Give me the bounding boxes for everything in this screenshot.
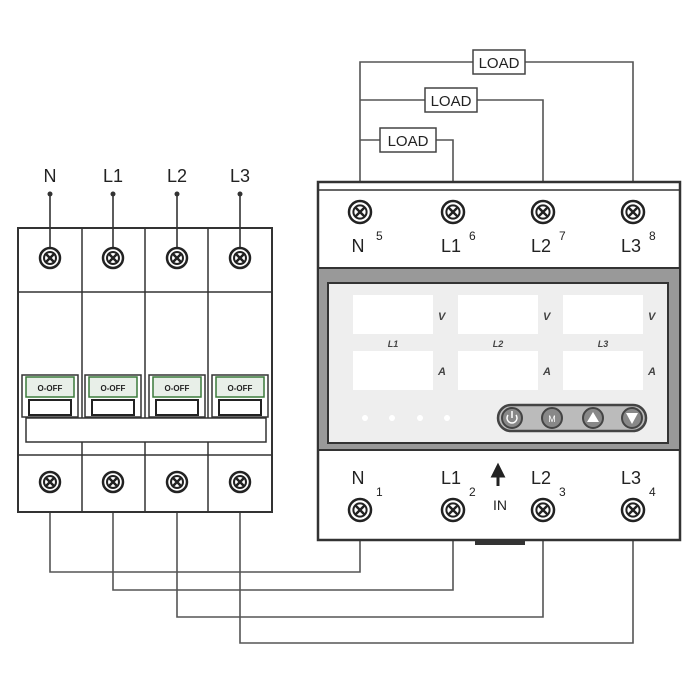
meter-input-terminal bbox=[530, 497, 556, 523]
volt-unit: V bbox=[543, 311, 552, 323]
load-wiring bbox=[359, 61, 634, 200]
meter-output-label: L1 bbox=[441, 236, 461, 256]
meter-input-number: 2 bbox=[469, 485, 476, 499]
load-box-3: LOAD bbox=[379, 127, 437, 153]
meter-input-label: L2 bbox=[531, 468, 551, 488]
meter-input-terminal bbox=[347, 497, 373, 523]
meter-input-label: N bbox=[352, 468, 365, 488]
indicator-led bbox=[389, 415, 395, 421]
amp-unit: A bbox=[542, 366, 551, 378]
breaker-pole-label: N bbox=[44, 166, 57, 186]
svg-text:LOAD: LOAD bbox=[388, 133, 429, 150]
breaker-pole-label: L2 bbox=[167, 166, 187, 186]
breaker-toggle[interactable]: O-OFF bbox=[21, 374, 79, 418]
meter-output-label: L3 bbox=[621, 236, 641, 256]
svg-text:LOAD: LOAD bbox=[479, 55, 520, 72]
circuit-breaker bbox=[17, 227, 273, 513]
in-arrow-icon bbox=[490, 462, 506, 486]
volt-unit: V bbox=[438, 311, 447, 323]
breaker-bottom-terminal bbox=[228, 470, 252, 494]
svg-text:LOAD: LOAD bbox=[431, 93, 472, 110]
amp-unit: A bbox=[437, 366, 446, 378]
meter-input-label: L1 bbox=[441, 468, 461, 488]
amp-unit: A bbox=[647, 366, 656, 378]
breaker-pole-label: L3 bbox=[230, 166, 250, 186]
in-label: IN bbox=[493, 497, 507, 513]
breaker-bottom-terminal bbox=[165, 470, 189, 494]
up-button[interactable] bbox=[582, 407, 604, 429]
indicator-led bbox=[417, 415, 423, 421]
voltage-display bbox=[458, 295, 538, 334]
breaker-toggle[interactable]: O-OFF bbox=[148, 374, 206, 418]
phase-label: L1 bbox=[388, 339, 399, 349]
breaker-toggle[interactable]: O-OFF bbox=[84, 374, 142, 418]
load-box-2: LOAD bbox=[424, 87, 478, 113]
indicator-led bbox=[362, 415, 368, 421]
meter-output-label: N bbox=[352, 236, 365, 256]
menu-icon: M bbox=[548, 414, 556, 424]
breaker-top-terminal bbox=[101, 246, 125, 270]
breaker-bottom-terminal bbox=[38, 470, 62, 494]
current-display bbox=[353, 351, 433, 390]
meter-input-number: 1 bbox=[376, 485, 383, 499]
breaker-top-terminal bbox=[165, 246, 189, 270]
power-icon bbox=[506, 411, 518, 424]
down-button[interactable] bbox=[621, 407, 643, 429]
meter-output-terminal bbox=[347, 199, 373, 225]
phase-label: L3 bbox=[598, 339, 609, 349]
meter-output-number: 6 bbox=[469, 229, 476, 243]
meter-output-terminal bbox=[440, 199, 466, 225]
meter-input-number: 4 bbox=[649, 485, 656, 499]
voltage-display bbox=[353, 295, 433, 334]
toggle-label: O-OFF bbox=[165, 384, 190, 393]
meter-output-label: L2 bbox=[531, 236, 551, 256]
toggle-label: O-OFF bbox=[228, 384, 253, 393]
menu-button[interactable]: M bbox=[541, 407, 563, 429]
meter-input-label: L3 bbox=[621, 468, 641, 488]
breaker-top-terminal bbox=[228, 246, 252, 270]
breaker-pole-label: L1 bbox=[103, 166, 123, 186]
current-display bbox=[458, 351, 538, 390]
meter-output-terminal bbox=[620, 199, 646, 225]
meter-input-number: 3 bbox=[559, 485, 566, 499]
triangle-down-icon bbox=[626, 413, 638, 424]
breaker-toggle[interactable]: O-OFF bbox=[211, 374, 269, 418]
phase-label: L2 bbox=[493, 339, 504, 349]
toggle-label: O-OFF bbox=[38, 384, 63, 393]
indicator-led bbox=[444, 415, 450, 421]
power-button[interactable] bbox=[501, 407, 523, 429]
volt-unit: V bbox=[648, 311, 657, 323]
meter-input-terminal bbox=[440, 497, 466, 523]
breaker-bottom-terminal bbox=[101, 470, 125, 494]
breaker-top-terminal bbox=[38, 246, 62, 270]
meter-input-terminal bbox=[620, 497, 646, 523]
voltage-display bbox=[563, 295, 643, 334]
toggle-label: O-OFF bbox=[101, 384, 126, 393]
meter-output-number: 5 bbox=[376, 229, 383, 243]
load-box-1: LOAD bbox=[472, 49, 526, 75]
meter-output-number: 7 bbox=[559, 229, 566, 243]
triangle-up-icon bbox=[587, 412, 599, 422]
current-display bbox=[563, 351, 643, 390]
meter-output-terminal bbox=[530, 199, 556, 225]
meter-output-number: 8 bbox=[649, 229, 656, 243]
